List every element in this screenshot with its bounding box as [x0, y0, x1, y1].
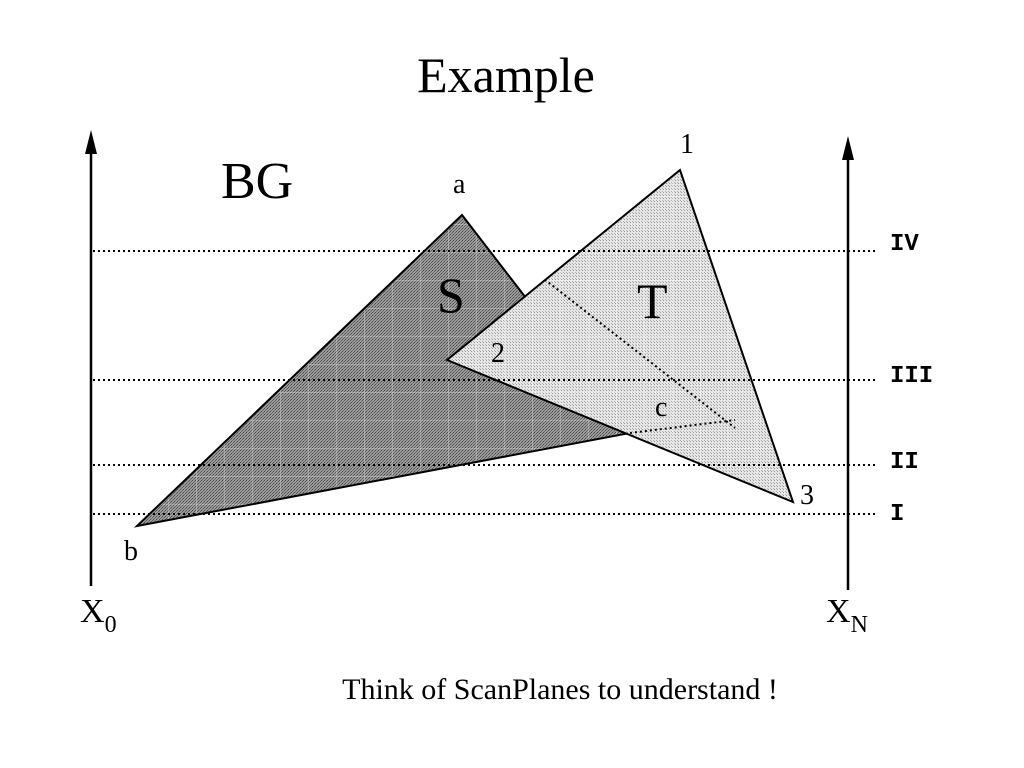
background-label: BG: [221, 153, 293, 210]
axis-right-label: XN: [826, 593, 868, 638]
axis-left-label-sub: 0: [105, 612, 117, 638]
triangle-s-grid: [137, 215, 630, 526]
vertex-label-a: a: [453, 169, 466, 200]
triangle-t-name: T: [637, 273, 668, 329]
vertex-label-1: 1: [680, 129, 694, 160]
diagram-title: Example: [417, 47, 595, 103]
triangle-s-name: S: [437, 267, 465, 323]
vertex-label-2: 2: [491, 338, 505, 369]
intersection-label-c: c: [655, 392, 667, 423]
scanline-label-ii: II: [890, 449, 919, 476]
scanline-label-iii: III: [890, 363, 933, 390]
scanline-label-iv: IV: [890, 231, 919, 258]
triangle-t: [445, 168, 795, 504]
triangle-t-outline: [445, 168, 795, 504]
axis-right-arrow: [842, 136, 854, 160]
axis-left-arrow: [85, 130, 97, 154]
diagram-caption: Think of ScanPlanes to understand !: [342, 673, 778, 706]
axis-right-label-base: X: [826, 593, 851, 630]
axis-left-label: X0: [80, 593, 117, 638]
scanlines: [93, 250, 878, 515]
scanline-label-i: I: [890, 501, 904, 528]
vertex-label-b: b: [124, 536, 138, 567]
axis-right-label-sub: N: [851, 612, 868, 638]
axis-left-label-base: X: [80, 593, 105, 630]
triangle-s: [133, 213, 632, 528]
triangle-t-grid: [447, 170, 793, 502]
vertex-label-3: 3: [800, 480, 814, 511]
